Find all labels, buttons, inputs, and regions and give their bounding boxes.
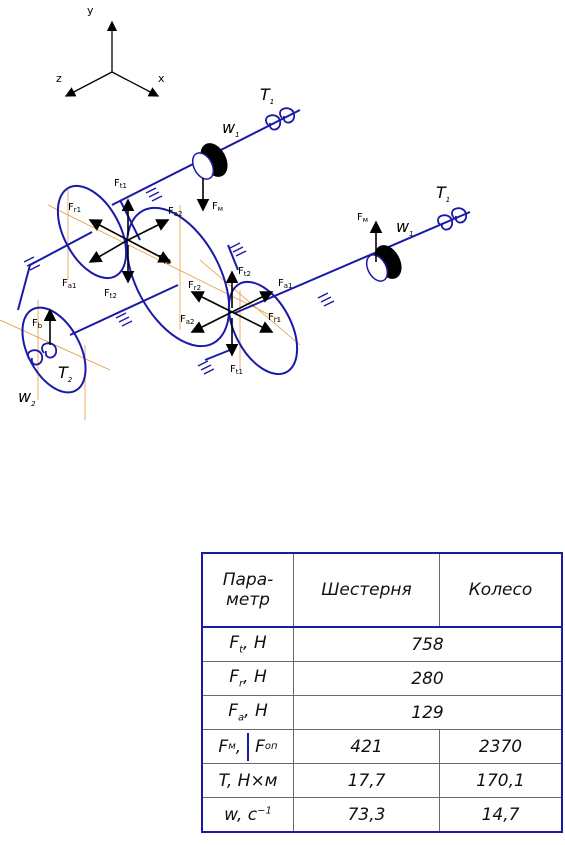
- label-Fa1-right: Fa1: [278, 278, 293, 290]
- label-Fr1-left: Fr1: [68, 202, 81, 214]
- table-header-row: Пара- метр Шестерня Колесо: [201, 552, 563, 628]
- gears: [21, 184, 299, 394]
- row-value-wheel: 170,1: [439, 763, 563, 798]
- label-Fr2-mid: Fr2: [188, 280, 201, 292]
- intermediate-shaft-left: [29, 231, 93, 266]
- header-wheel: Колесо: [439, 552, 563, 628]
- row-value-merged: 280: [293, 661, 563, 696]
- intermediate-shaft-lower: [69, 284, 179, 336]
- label-FM-right: Fм: [357, 212, 368, 224]
- axis-x-label: x: [158, 72, 165, 85]
- row-value-pinion: 17,7: [293, 763, 440, 798]
- label-FM-top: Fм: [212, 201, 223, 213]
- axis-y-label: y: [87, 4, 94, 17]
- label-Fa1-left: Fa1: [62, 278, 77, 290]
- table-row: w, c−1 73,3 14,7: [201, 797, 563, 833]
- row-param: Fa, Н: [201, 695, 294, 730]
- row-param: Ft, Н: [201, 626, 294, 662]
- row-param: w, c−1: [201, 797, 294, 833]
- row-param: Fr, Н: [201, 661, 294, 696]
- label-Fb: Fb: [32, 318, 43, 330]
- coupling-right: [365, 245, 402, 282]
- row-value-merged: 758: [293, 626, 563, 662]
- table-row: T, Н×м 17,7 170,1: [201, 763, 563, 798]
- table-row: Fa, Н 129: [201, 695, 563, 730]
- output-gear: [21, 306, 87, 394]
- label-Fr2-top: Fr2: [158, 254, 171, 266]
- table-row: Ft, Н 758: [201, 626, 563, 662]
- gear-force-diagram: y x z: [0, 4, 471, 420]
- label-Fr1-right: Fr1: [268, 312, 281, 324]
- label-Ft1-left: Ft1: [114, 178, 127, 190]
- row-value-pinion: 421: [293, 729, 440, 764]
- axis-z-label: z: [56, 72, 62, 85]
- coupling-top: [191, 143, 228, 180]
- header-param: Пара- метр: [201, 552, 294, 628]
- coordinate-axes: [64, 20, 160, 97]
- input-shaft-right: [234, 211, 471, 314]
- row-value-wheel: 14,7: [439, 797, 563, 833]
- label-w2: w2: [18, 387, 36, 408]
- label-Ft2-left: Ft2: [104, 288, 117, 300]
- label-Ft1-right: Ft1: [230, 364, 243, 376]
- force-labels: Ft1 Fr1 Fa2 Fr2 Fa1 Ft2 Fм Ft2 Fr2 Fa1 F…: [32, 178, 368, 376]
- label-w1-top: w1: [222, 118, 240, 139]
- label-w1-right: w1: [396, 217, 414, 238]
- row-value-wheel: 2370: [439, 729, 563, 764]
- torque-symbols: [27, 107, 467, 366]
- label-Fa2-top: Fa2: [168, 206, 183, 218]
- label-T1-right: T1: [436, 183, 450, 204]
- label-T1-top: T1: [260, 85, 274, 106]
- row-value-pinion: 73,3: [293, 797, 440, 833]
- label-Fa2-bottom: Fa2: [180, 314, 195, 326]
- header-pinion: Шестерня: [293, 552, 440, 628]
- wheel-gear: [125, 206, 231, 348]
- parameters-table: Пара- метр Шестерня Колесо Ft, Н 758 Fr,…: [201, 552, 563, 833]
- table-row: Fr, Н 280: [201, 661, 563, 696]
- force-arrows: [43, 178, 383, 357]
- bearing-marks: [23, 187, 335, 375]
- label-Ft2-right: Ft2: [238, 266, 251, 278]
- label-T2: T2: [58, 363, 73, 384]
- header-param-line1: Пара-: [222, 570, 274, 590]
- row-param: T, Н×м: [201, 763, 294, 798]
- row-value-merged: 129: [293, 695, 563, 730]
- pinion-gear-right: [227, 280, 299, 376]
- header-param-line2: метр: [226, 590, 270, 610]
